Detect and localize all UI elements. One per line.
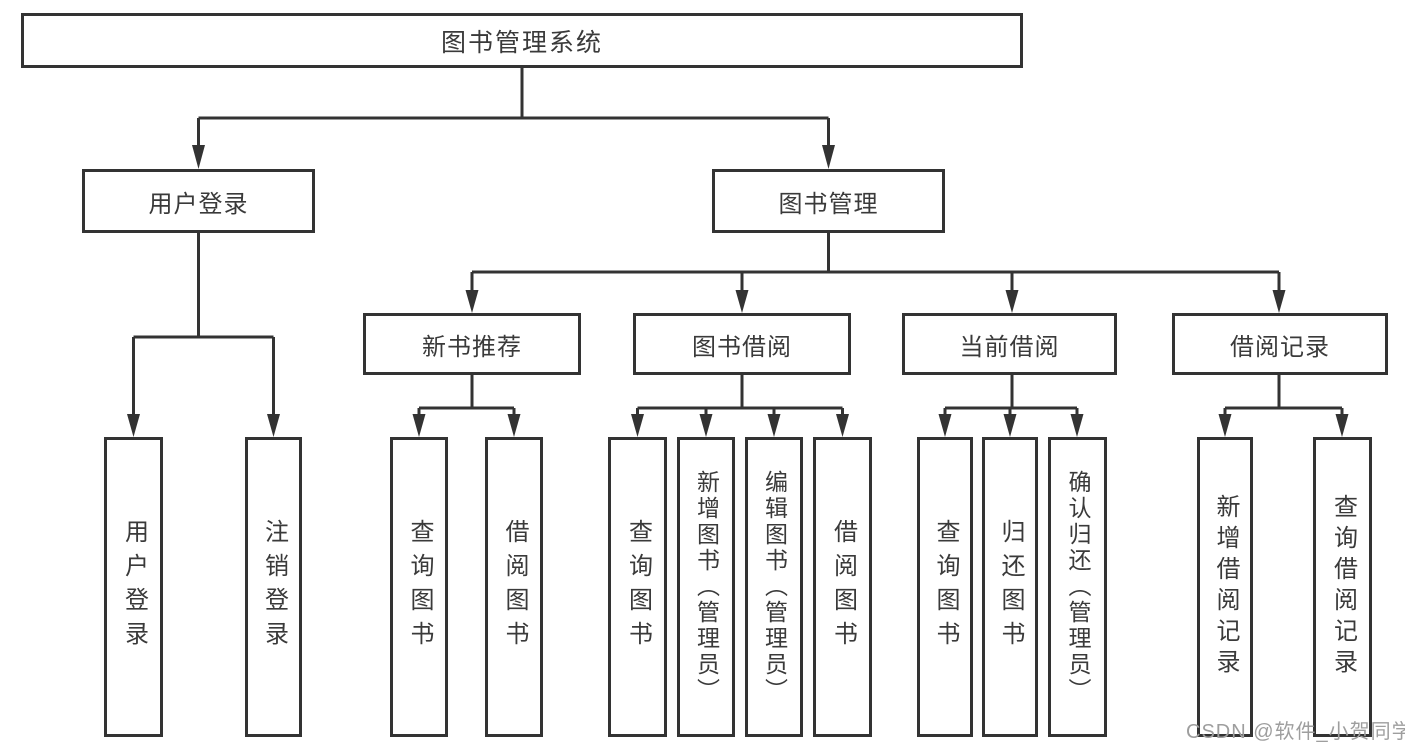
node-library-management-system: 图书管理系统: [21, 13, 1023, 68]
node-current-borrowing: 当前借阅: [902, 313, 1117, 375]
leaf-borrow-books-recommend: 借阅图书: [485, 437, 543, 737]
leaf-confirm-return-admin: 确认归还（管理员）: [1048, 437, 1107, 737]
node-new-book-recommend: 新书推荐: [363, 313, 581, 375]
leaf-query-books-recommend-label: 查询图书: [406, 519, 433, 655]
arrowhead-icons: [127, 145, 1349, 437]
leaf-borrow-books-recommend-label: 借阅图书: [501, 519, 528, 655]
leaf-query-borrow-record-label: 查询借阅记录: [1329, 494, 1357, 680]
leaf-return-books: 归还图书: [982, 437, 1038, 737]
leaf-edit-books-admin: 编辑图书（管理员）: [745, 437, 803, 737]
leaf-query-borrow-record: 查询借阅记录: [1313, 437, 1372, 737]
leaf-borrow-books-borrowing: 借阅图书: [813, 437, 872, 737]
connectors-path: [132, 68, 1344, 418]
node-user-login-label: 用户登录: [148, 190, 249, 218]
leaf-query-books-current-label: 查询图书: [932, 519, 959, 655]
leaf-logout: 注销登录: [245, 437, 302, 737]
leaf-add-books-admin: 新增图书（管理员）: [677, 437, 735, 737]
node-borrowing-records: 借阅记录: [1172, 313, 1388, 375]
leaf-add-borrow-record: 新增借阅记录: [1197, 437, 1253, 737]
leaf-query-books-current: 查询图书: [917, 437, 973, 737]
node-book-management-label: 图书管理: [778, 190, 879, 218]
node-library-management-system-label: 图书管理系统: [440, 28, 603, 57]
leaf-borrow-books-borrowing-label: 借阅图书: [829, 519, 857, 655]
leaf-return-books-label: 归还图书: [997, 519, 1024, 655]
leaf-user-login: 用户登录: [104, 437, 163, 737]
leaf-query-books-borrowing: 查询图书: [608, 437, 667, 737]
leaf-confirm-return-admin-label: 确认归还（管理员）: [1065, 470, 1091, 704]
watermark: CSDN @软件_小贺同学: [1186, 721, 1405, 743]
leaf-query-books-recommend: 查询图书: [390, 437, 448, 737]
node-book-borrowing: 图书借阅: [633, 313, 851, 375]
leaf-user-login-label: 用户登录: [120, 519, 148, 655]
leaf-add-books-admin-label: 新增图书（管理员）: [693, 470, 720, 704]
node-book-borrowing-label: 图书借阅: [692, 333, 792, 361]
leaf-edit-books-admin-label: 编辑图书（管理员）: [761, 470, 788, 704]
leaf-add-borrow-record-label: 新增借阅记录: [1212, 494, 1239, 680]
leaf-logout-label: 注销登录: [260, 519, 288, 655]
node-user-login: 用户登录: [82, 169, 315, 233]
node-new-book-recommend-label: 新书推荐: [422, 333, 522, 361]
leaf-query-books-borrowing-label: 查询图书: [624, 519, 652, 655]
node-book-management: 图书管理: [712, 169, 945, 233]
node-borrowing-records-label: 借阅记录: [1230, 333, 1330, 361]
node-current-borrowing-label: 当前借阅: [959, 333, 1060, 361]
